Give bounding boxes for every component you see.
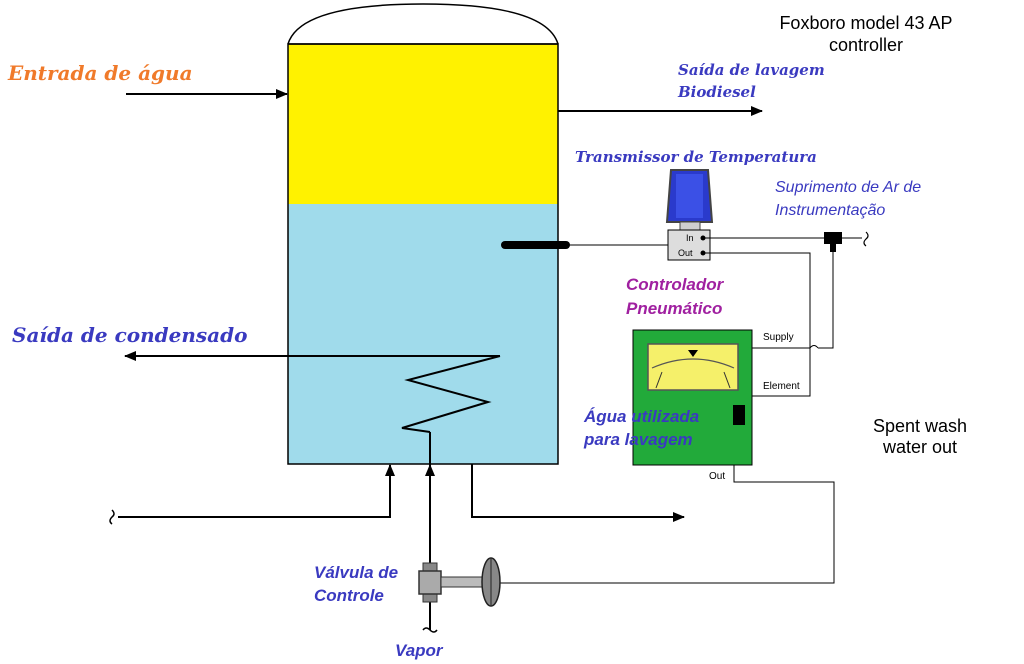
valve-body: [418, 570, 442, 595]
wash-water-inlet-line: [118, 464, 395, 518]
tank-dome: [287, 3, 559, 45]
pneumatic-controller-label-line1: Controlador: [626, 275, 725, 294]
air-supply-label-line2: Instrumentação: [775, 202, 885, 219]
valve-stem: [440, 576, 486, 588]
water-inlet-label: Entrada de água: [7, 61, 193, 85]
air-tee: [824, 232, 842, 244]
port-element-label: Element: [763, 381, 800, 392]
oil-layer: [288, 44, 558, 204]
condensate-outlet-label: Saída de condensado: [12, 323, 247, 347]
gauge-pointer: [688, 350, 698, 357]
port-supply-label: Supply: [763, 332, 794, 343]
wash-outlet-label-line1: Saída de lavagem: [678, 61, 825, 79]
controller-knob[interactable]: [733, 405, 745, 425]
transmitter-in-label: In: [686, 233, 694, 243]
transmitter-out-label: Out: [678, 248, 693, 258]
controller-title-line1: Foxboro model 43 AP: [779, 13, 952, 33]
wash-outlet-label-line2: Biodiesel: [677, 83, 756, 101]
air-supply-label-line1: Suprimento de Ar de: [775, 179, 921, 196]
control-valve-label-line1: Válvula de: [314, 563, 398, 582]
pneumatic-controller: [632, 329, 753, 466]
controller-output-line: [500, 465, 835, 584]
element-tube: [703, 252, 811, 397]
temperature-transmitter: [665, 169, 714, 261]
steam-label: Vapor: [395, 641, 444, 660]
temperature-transmitter-label: Transmissor de Temperatura: [575, 148, 817, 166]
wash-water-label-line1: Água utilizada: [583, 407, 699, 426]
port-out-label: Out: [709, 471, 725, 482]
pneumatic-controller-label-line2: Pneumático: [626, 299, 722, 318]
transmitter-neck: [679, 221, 701, 231]
heating-coil: [401, 355, 501, 433]
spent-wash-label-line2: water out: [882, 437, 957, 457]
spent-wash-label-line1: Spent wash: [873, 416, 967, 436]
controller-title-line2: controller: [829, 35, 903, 55]
supply-tube: [818, 252, 834, 349]
control-valve: [418, 557, 501, 607]
control-valve-label-line2: Controle: [314, 586, 384, 605]
spent-wash-outlet-line: [471, 464, 685, 522]
wash-tank: [287, 3, 559, 465]
wash-water-label-line2: para lavagem: [583, 430, 693, 449]
